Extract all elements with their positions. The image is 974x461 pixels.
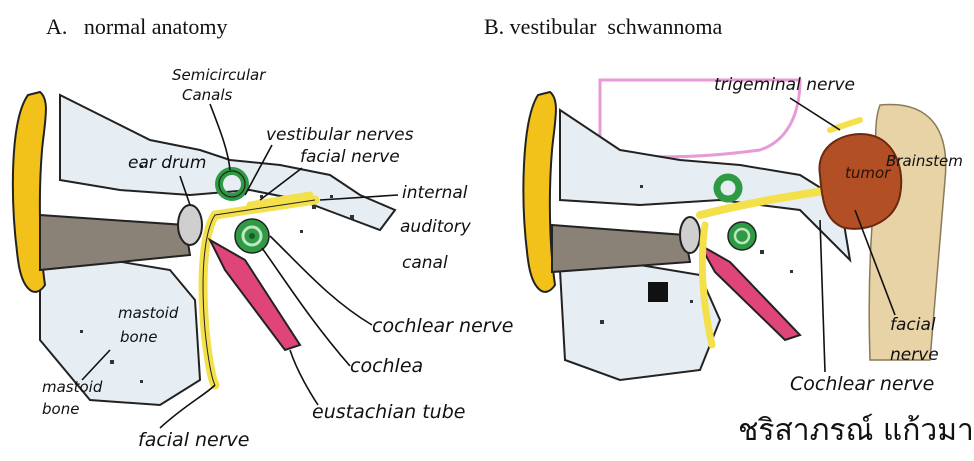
label-semicircular: Semicircular <box>172 66 266 84</box>
label-cochlear-nerve: cochlear nerve <box>372 315 514 337</box>
label-mastoid-outer: mastoid <box>42 378 103 396</box>
label-tumor: tumor <box>845 164 891 182</box>
bone-cavity-b <box>648 282 668 302</box>
cochlea-a <box>235 219 269 253</box>
ear-canal-b <box>552 225 690 272</box>
eustachian-tube-a <box>210 240 300 350</box>
cochlea-b <box>728 222 756 250</box>
artist-signature: ชริสาภรณ์ แก้วมาตย์ <box>738 413 974 448</box>
label-internal: internal <box>402 183 468 203</box>
ear-drum-a <box>178 205 202 245</box>
label-canals: Canals <box>182 86 233 104</box>
label-facial-nerve-top: facial nerve <box>300 147 400 167</box>
label-facial-b-1: facial <box>890 315 936 335</box>
label-bone-inner: bone <box>120 328 157 346</box>
label-eustachian-tube: eustachian tube <box>312 401 465 423</box>
label-vestibular-nerves: vestibular nerves <box>266 125 414 145</box>
mastoid-bone-b <box>560 265 720 380</box>
panel-b-illustration: trigeminal nerve tumor Brainstem facial … <box>523 75 974 448</box>
label-facial-b-2: nerve <box>890 345 939 365</box>
label-brainstem: Brainstem <box>886 152 963 170</box>
label-auditory: auditory <box>400 217 472 237</box>
ear-drum-b <box>680 217 700 253</box>
label-mastoid-inner: mastoid <box>118 304 179 322</box>
label-ear-drum: ear drum <box>128 153 206 173</box>
label-trigeminal-nerve: trigeminal nerve <box>714 75 855 95</box>
ear-canal-a <box>40 215 190 270</box>
label-canal: canal <box>402 253 448 273</box>
label-cochlea: cochlea <box>350 355 423 377</box>
label-facial-nerve-bottom: facial nerve <box>138 429 250 451</box>
panel-a-illustration: Semicircular Canals vestibular nerves fa… <box>13 66 514 451</box>
label-cochlear-nerve-b: Cochlear nerve <box>790 373 934 395</box>
label-bone-outer: bone <box>42 400 79 418</box>
trigeminal-nerve-b <box>830 120 860 130</box>
